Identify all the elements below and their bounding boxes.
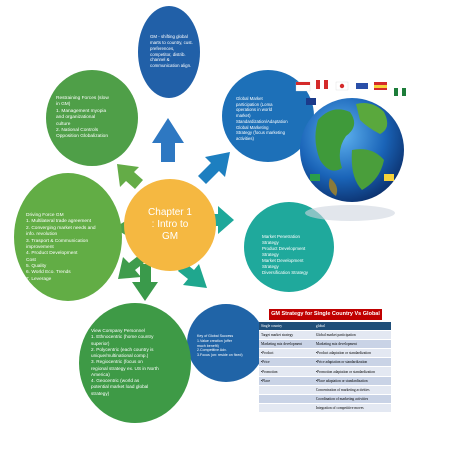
table-row: •Price•Price adaptation or standardizati… <box>259 357 391 368</box>
node-bottom-text: View Company Personnel 1. Ethnocentric (… <box>91 328 159 396</box>
table-row: •Promotion•Promotion adaptation or stand… <box>259 366 391 377</box>
node-upper-left-text: Restraining Forces (slow in GM) 1. Manag… <box>56 96 109 140</box>
table-cell: •Price adaptation or standardization <box>313 357 391 368</box>
table-header-row: Single country global <box>259 322 391 332</box>
table-row: •Product•Product adaptation or standardi… <box>259 348 391 359</box>
node-left-text: Driving Force GM 1. Multilateral trade a… <box>26 213 96 282</box>
arrow-right <box>214 206 234 234</box>
node-upper-left: Restraining Forces (slow in GM) 1. Manag… <box>46 70 138 166</box>
table-header: Single country <box>259 322 314 332</box>
comparison-table: Single country global Target market stra… <box>259 322 391 413</box>
node-lower-right-text: Key of Global Success 1.Value creation (… <box>197 334 243 358</box>
table-cell: •Place <box>259 376 314 386</box>
node-left: Driving Force GM 1. Multilateral trade a… <box>14 173 122 301</box>
table-cell: Target market strategy <box>259 330 314 341</box>
arrow-down <box>132 264 158 301</box>
table-cell <box>259 403 314 413</box>
center-circle: Chapter 1 : Intro to GM <box>124 179 216 271</box>
table-title: GM Strategy for Single Country Vs Global <box>269 309 382 320</box>
node-right-text: Market Penetration Strategy Product Deve… <box>262 234 309 275</box>
node-upper-right-text: Global Market participation (Loma operat… <box>236 96 288 141</box>
table-cell: Coordination of marketing activities <box>313 394 391 404</box>
table-row: Integration of competitive moves <box>259 403 391 413</box>
arrow-upper-right <box>198 152 230 184</box>
table-row: Coordination of marketing activities <box>259 394 391 404</box>
table-cell: Global market participation <box>313 330 391 341</box>
table-row: •Place•Place adaptation or standardizati… <box>259 376 391 386</box>
node-upper-right: Global Market participation (Loma operat… <box>222 70 314 162</box>
table-cell <box>259 385 314 395</box>
table-cell: •Price <box>259 357 314 368</box>
table-cell: •Promotion <box>259 366 314 377</box>
table-cell: Marketing mix development <box>259 339 314 350</box>
table-cell <box>259 394 314 404</box>
table-cell: •Product <box>259 348 314 359</box>
table-row: Concentration of marketing activities <box>259 385 391 395</box>
arrow-lower-left <box>118 256 144 279</box>
arrow-up <box>152 118 184 162</box>
arrow-lower-right <box>178 262 207 288</box>
table-cell: Marketing mix development <box>313 339 391 350</box>
node-top: GM - shifting global marts to country, c… <box>138 6 200 98</box>
table-cell: •Promotion adaptation or standardization <box>313 366 391 377</box>
node-right: Market Penetration Strategy Product Deve… <box>244 202 334 292</box>
node-lower-right: Key of Global Success 1.Value creation (… <box>187 304 265 382</box>
table-cell: Integration of competitive moves <box>313 403 391 413</box>
center-title: Chapter 1 : Intro to GM <box>148 207 192 242</box>
table-cell: •Product adaptation or standardization <box>313 348 391 359</box>
node-top-text: GM - shifting global marts to country, c… <box>150 34 193 69</box>
node-bottom: View Company Personnel 1. Ethnocentric (… <box>79 303 191 423</box>
arrow-upper-left <box>117 164 143 189</box>
table-cell: Concentration of marketing activities <box>313 385 391 395</box>
table-header: global <box>313 322 391 332</box>
table-cell: •Place adaptation or standardization <box>313 376 391 386</box>
